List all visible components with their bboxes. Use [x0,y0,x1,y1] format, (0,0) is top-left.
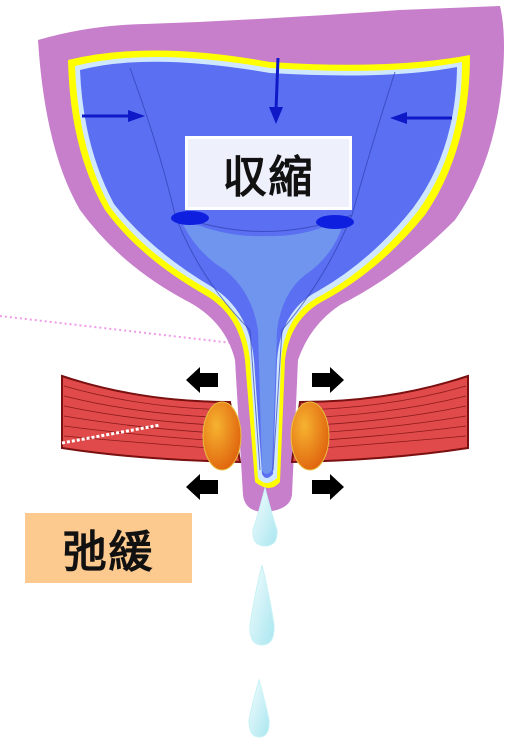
ureter-opening-right [316,215,354,229]
arrow-left-inward [82,110,145,122]
relaxation-label: 弛緩 [25,513,192,583]
arrow-top-left [186,367,218,393]
relaxation-arrows [186,367,344,500]
sphincter-right [290,401,330,471]
droplet-bottom [248,678,270,738]
sphincter-left [202,401,242,471]
pointer-line [0,315,233,344]
arrow-top-right [312,367,344,393]
ureter-opening-left [171,211,209,225]
arrow-top-downward [269,57,283,124]
urine-region [180,218,345,474]
contraction-arrows [82,57,452,124]
droplet-top [252,486,278,547]
arrow-bottom-left [186,474,218,500]
contraction-label: 収縮 [185,136,352,210]
relax-pointer-line [61,423,161,445]
arrow-bottom-right [312,474,344,500]
droplet-middle [249,564,275,646]
arrow-right-inward [390,112,452,124]
